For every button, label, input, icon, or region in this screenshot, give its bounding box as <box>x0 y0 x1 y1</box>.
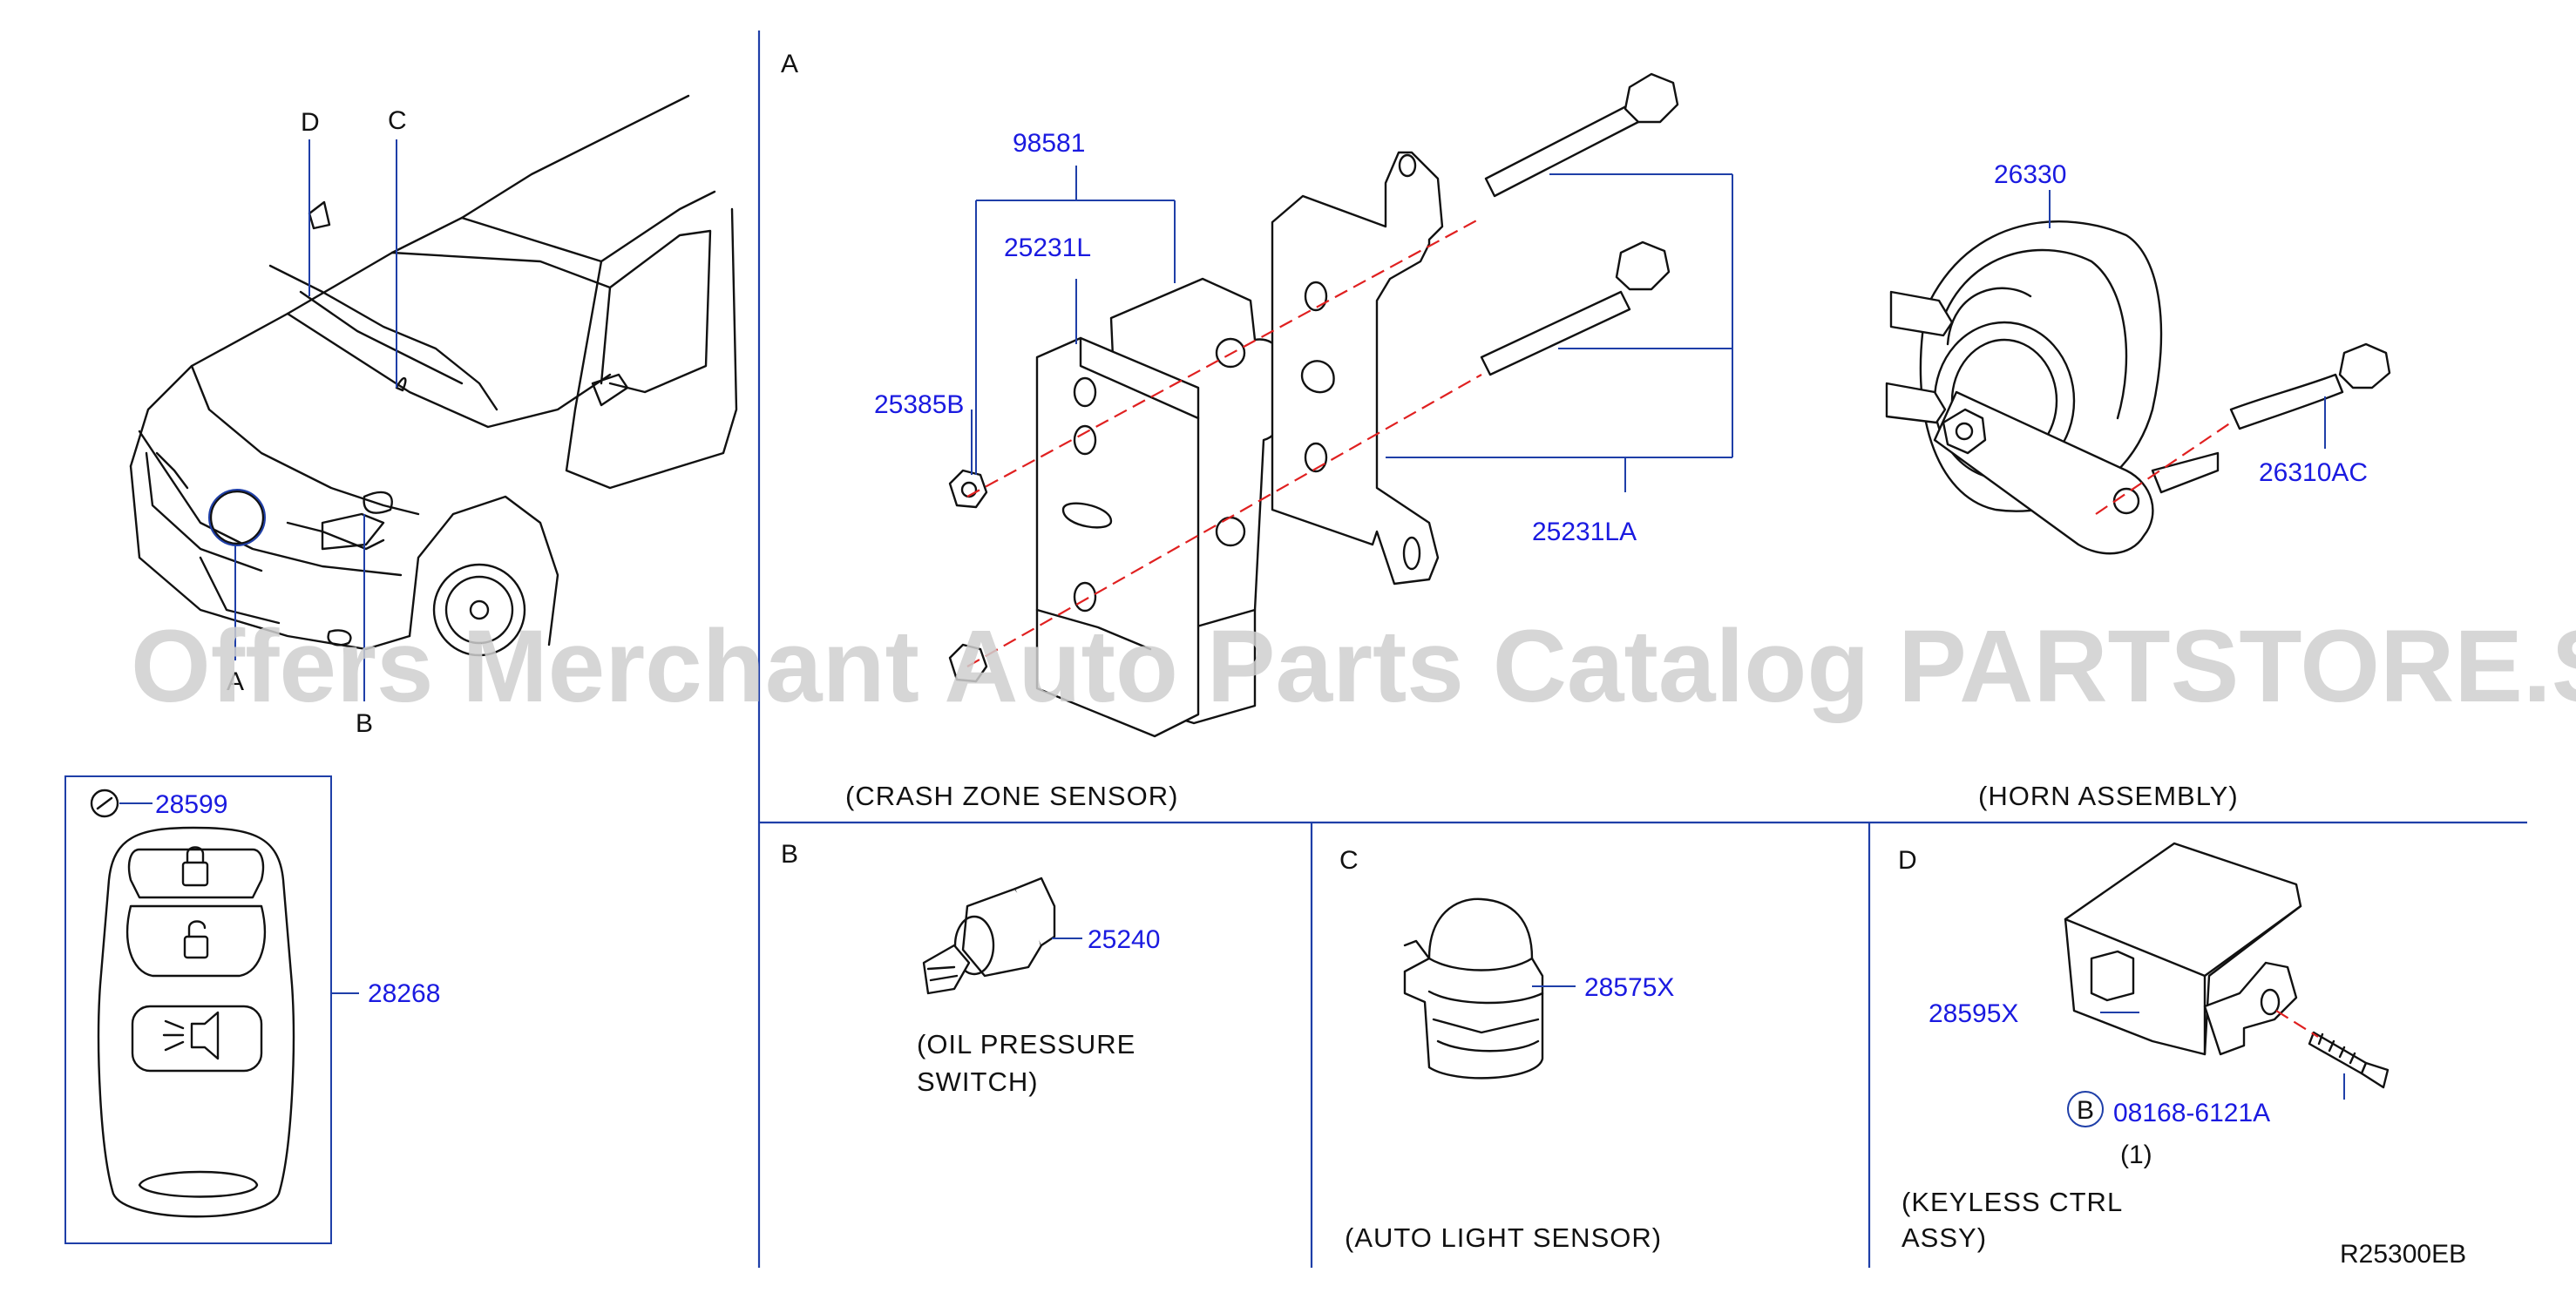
screw-badge-b: B <box>2077 1096 2094 1125</box>
caption-keyless-line2: ASSY) <box>1901 1222 1987 1253</box>
part-number-25231LA[interactable]: 25231LA <box>1532 518 1637 546</box>
callout-c: C <box>388 106 407 135</box>
caption-auto-light-sensor: (AUTO LIGHT SENSOR) <box>1345 1222 1662 1253</box>
watermark-text: Offers Merchant Auto Parts Catalog PARTS… <box>131 609 2576 724</box>
part-number-26330[interactable]: 26330 <box>1994 160 2066 189</box>
caption-oil-pressure-line1: (OIL PRESSURE <box>917 1029 1135 1059</box>
part-number-28595X[interactable]: 28595X <box>1929 999 2018 1028</box>
section-label-b: B <box>781 840 798 869</box>
part-number-25231L[interactable]: 25231L <box>1004 234 1091 262</box>
panel-dividers <box>757 30 2527 1268</box>
caption-crash-zone-sensor: (CRASH ZONE SENSOR) <box>845 781 1178 811</box>
vehicle-illustration <box>129 94 738 657</box>
oil-pressure-switch-illustration <box>922 877 1056 995</box>
callout-a: A <box>227 667 244 696</box>
caption-horn-assembly: (HORN ASSEMBLY) <box>1978 781 2239 811</box>
horn-assembly-illustration <box>1885 220 2391 555</box>
part-number-25240[interactable]: 25240 <box>1088 925 1160 954</box>
diagram-code: R25300EB <box>2340 1240 2466 1269</box>
callout-d: D <box>301 108 320 137</box>
crash-zone-leaders <box>971 166 1733 492</box>
part-number-26310AC[interactable]: 26310AC <box>2259 458 2368 487</box>
part-number-28268[interactable]: 28268 <box>368 979 440 1008</box>
vehicle-callouts: D C A B <box>208 106 407 738</box>
caption-oil-pressure-line2: SWITCH) <box>917 1066 1039 1097</box>
crash-zone-sensor-illustration <box>948 72 1679 738</box>
part-number-28575X[interactable]: 28575X <box>1584 973 1674 1002</box>
remote-keyfob-panel <box>64 775 359 1244</box>
section-label-d: D <box>1898 846 1917 875</box>
keyless-leaders <box>2067 1012 2345 1127</box>
section-label-c: C <box>1339 846 1359 875</box>
horn-leaders <box>2049 190 2326 449</box>
keyless-ctrl-illustration <box>2064 842 2390 1089</box>
section-label-a: A <box>781 50 798 78</box>
caption-keyless-line1: (KEYLESS CTRL <box>1901 1187 2123 1217</box>
screw-quantity: (1) <box>2120 1141 2152 1169</box>
part-number-25385B[interactable]: 25385B <box>874 390 964 419</box>
part-number-28599[interactable]: 28599 <box>155 790 227 819</box>
part-number-08168-6121A[interactable]: 08168-6121A <box>2113 1099 2270 1127</box>
callout-b: B <box>356 709 373 738</box>
auto-light-sensor-illustration <box>1403 897 1544 1080</box>
part-number-98581[interactable]: 98581 <box>1013 129 1085 158</box>
